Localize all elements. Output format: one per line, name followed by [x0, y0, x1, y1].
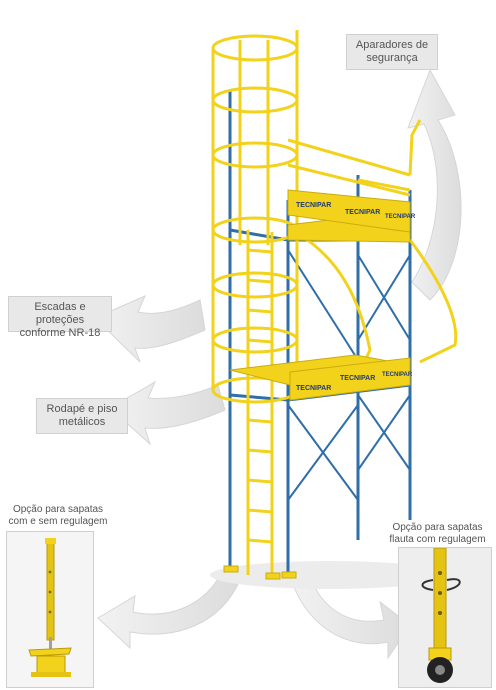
photo-flute-base [398, 547, 492, 688]
callout-escadas-line2: conforme NR-18 [19, 327, 101, 339]
caption-sapatas-left: Opção para sapatas com e sem regulagem [8, 504, 108, 528]
callout-escadas: Escadas e proteções conforme NR-18 [8, 296, 112, 339]
scaffold-feet [223, 565, 297, 580]
callout-aparadores: Aparadores de segurança [346, 34, 438, 70]
ladder-cage [211, 30, 299, 404]
caption-sapatas-right-line1: Opção para sapatas [392, 522, 483, 533]
caption-sapatas-left-line2: com e sem regulagem [8, 516, 108, 527]
logo-lower-3: TECNIPAR [382, 372, 413, 378]
logo-upper-1: TECNIPAR [296, 202, 331, 209]
adjustable-base-jack-icon [7, 532, 93, 687]
callout-escadas-line1: Escadas e proteções [34, 301, 86, 326]
callout-rodape-line2: metálicos [58, 416, 106, 428]
lower-platform [229, 354, 411, 401]
caption-sapatas-right-line2: flauta com regulagem [389, 534, 486, 545]
arrow-sapatas-left [97, 571, 241, 650]
guard-rails [287, 119, 458, 373]
logo-upper-2: TECNIPAR [345, 209, 380, 216]
callout-aparadores-line2: segurança [366, 52, 418, 64]
arrow-escadas [94, 295, 206, 363]
scaffold-frame [228, 90, 412, 575]
logo-lower-2: TECNIPAR [340, 375, 375, 382]
logo-lower-1: TECNIPAR [296, 385, 331, 392]
upper-platform [287, 189, 411, 243]
logo-upper-3: TECNIPAR [385, 214, 416, 220]
callout-aparadores-line1: Aparadores de [355, 39, 429, 51]
photo-adjustable-base [6, 531, 94, 688]
flute-base-wheel-icon [399, 548, 491, 687]
callout-rodape-line1: Rodapé e piso [46, 403, 118, 415]
callout-rodape: Rodapé e piso metálicos [36, 398, 128, 434]
caption-sapatas-right: Opção para sapatas flauta com regulagem [385, 522, 490, 546]
caption-sapatas-left-line1: Opção para sapatas [12, 504, 104, 515]
arrow-aparadores [407, 68, 462, 301]
